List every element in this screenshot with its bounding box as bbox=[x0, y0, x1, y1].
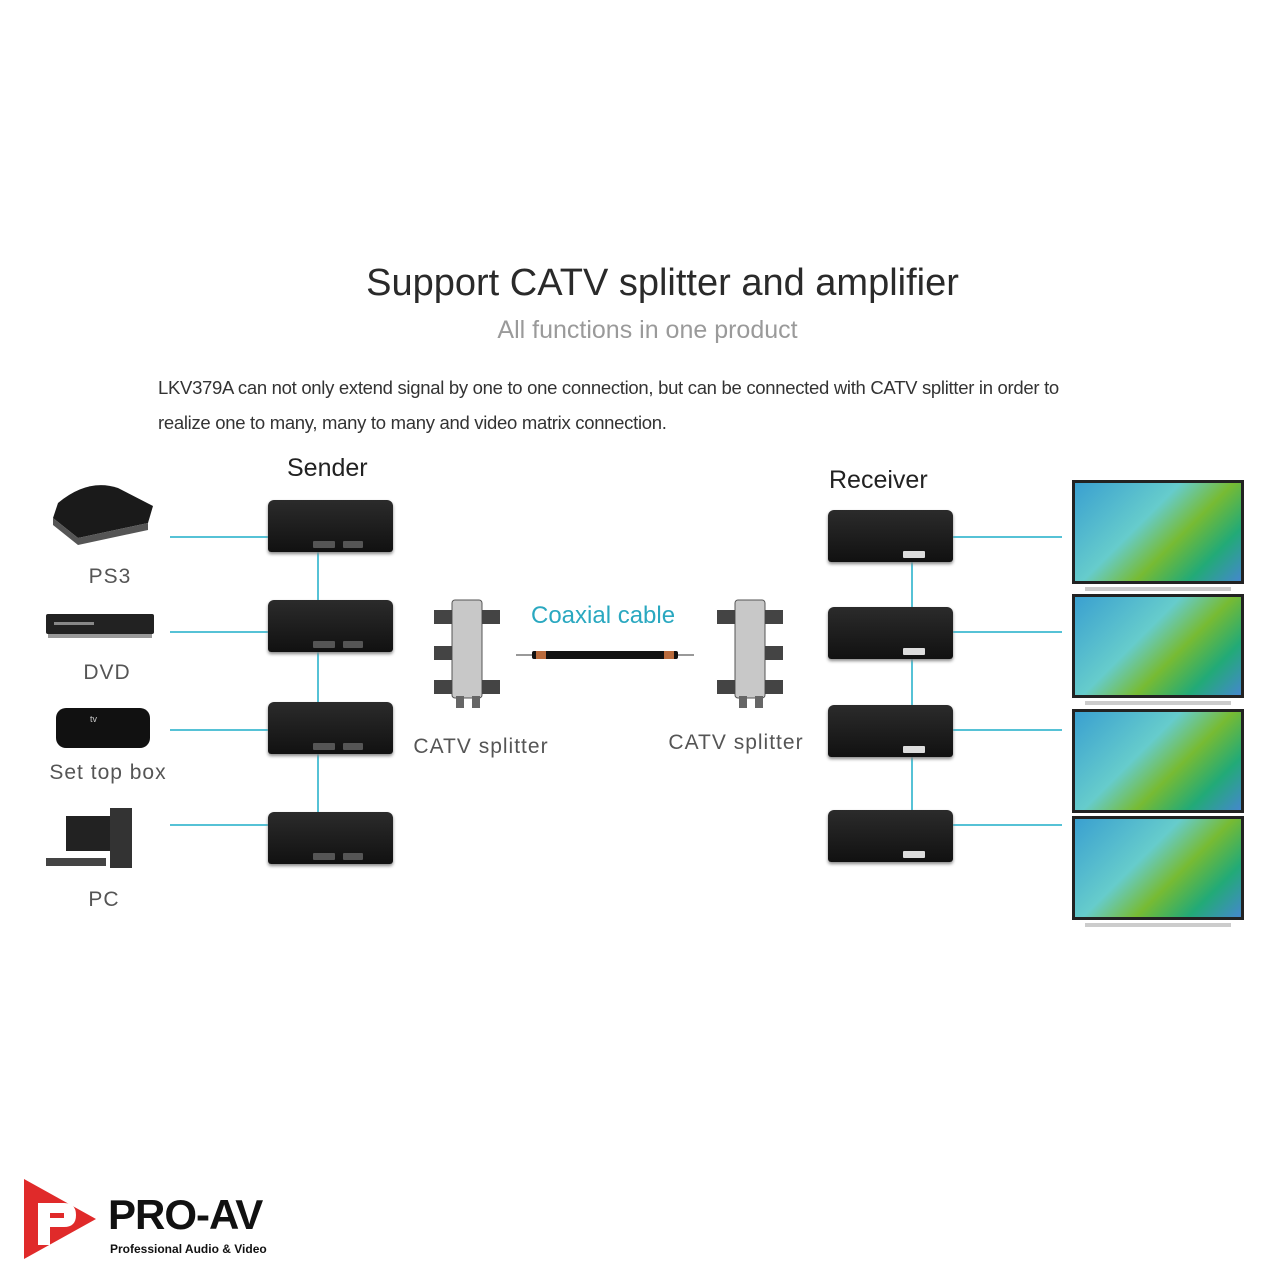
tv-display bbox=[1072, 480, 1244, 591]
sender-heading: Sender bbox=[287, 454, 368, 482]
connector-line bbox=[170, 729, 268, 731]
pc-icon bbox=[46, 808, 132, 868]
description-line-1: LKV379A can not only extend signal by on… bbox=[158, 377, 1059, 398]
connector-line bbox=[953, 824, 1062, 826]
receiver-unit bbox=[828, 705, 953, 757]
set-top-box-icon: tv bbox=[56, 708, 150, 748]
sender-unit bbox=[268, 702, 393, 754]
page-subtitle: All functions in one product bbox=[497, 316, 798, 344]
svg-text:tv: tv bbox=[90, 714, 98, 724]
sender-unit bbox=[268, 600, 393, 652]
source-label-set-top-box: Set top box bbox=[49, 761, 167, 784]
splitter-label-left: CATV splitter bbox=[413, 735, 549, 758]
tv-display bbox=[1072, 709, 1244, 820]
tv-display bbox=[1072, 816, 1244, 927]
sender-unit bbox=[268, 812, 393, 864]
sender-bus-line bbox=[317, 552, 319, 812]
connector-line bbox=[953, 631, 1062, 633]
dvd-player-icon bbox=[46, 614, 154, 638]
sender-unit bbox=[268, 500, 393, 552]
connector-line bbox=[170, 536, 268, 538]
splitter-label-right: CATV splitter bbox=[668, 731, 804, 754]
receiver-bus-line bbox=[911, 562, 913, 810]
coaxial-cable-label: Coaxial cable bbox=[531, 602, 676, 629]
receiver-heading: Receiver bbox=[829, 466, 928, 494]
source-label-pc: PC bbox=[88, 888, 120, 911]
receiver-unit bbox=[828, 810, 953, 862]
connector-line bbox=[170, 824, 268, 826]
description-line-2: realize one to many, many to many and vi… bbox=[158, 412, 667, 433]
catv-splitter-icon bbox=[717, 599, 783, 708]
source-label-ps3: PS3 bbox=[88, 565, 132, 588]
connector-line bbox=[953, 536, 1062, 538]
catv-splitter-icon bbox=[434, 599, 500, 708]
pro-av-logo-icon bbox=[24, 1179, 96, 1259]
logo-wordmark: PRO-AV bbox=[108, 1191, 263, 1238]
receiver-unit bbox=[828, 510, 953, 562]
connector-line bbox=[170, 631, 268, 633]
source-label-dvd: DVD bbox=[83, 661, 131, 684]
logo-tagline: Professional Audio & Video bbox=[110, 1242, 267, 1256]
page-title: Support CATV splitter and amplifier bbox=[366, 262, 959, 304]
tv-display bbox=[1072, 594, 1244, 705]
connector-line bbox=[953, 729, 1062, 731]
ps3-console-icon bbox=[53, 485, 153, 545]
receiver-unit bbox=[828, 607, 953, 659]
coaxial-cable-icon bbox=[516, 651, 694, 659]
